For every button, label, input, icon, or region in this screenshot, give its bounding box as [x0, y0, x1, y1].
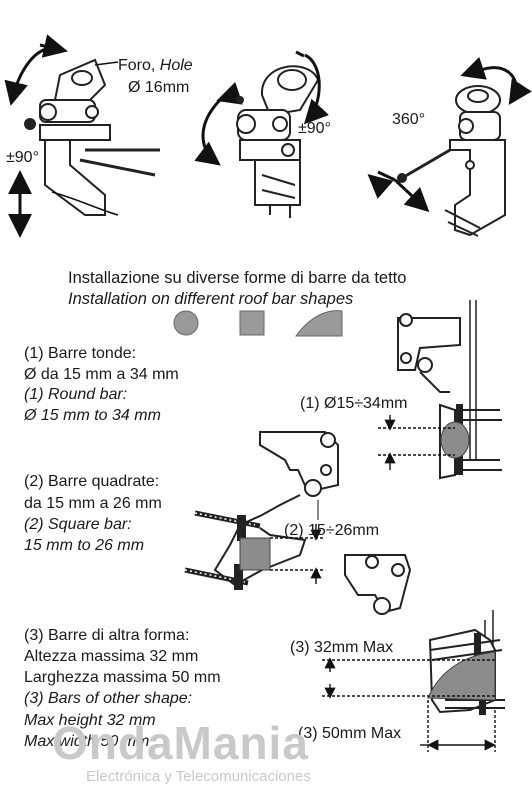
round-bar-dimension-label: (1) Ø15÷34mm — [300, 395, 408, 412]
square-bar-dimension — [270, 524, 325, 584]
round-bar-icon — [173, 310, 199, 336]
watermark-tagline: Electrónica y Telecomunicaciones — [86, 768, 311, 785]
other-bar-width-en: Max width 50 mm — [24, 733, 150, 750]
hole-label-en: Hole — [159, 57, 193, 74]
mount-tilt-left-drawing — [24, 58, 160, 216]
square-bar-title-it: (2) Barre quadrate: — [24, 473, 160, 490]
other-bar-height-dimension — [322, 657, 495, 699]
tilt-center-label: ±90° — [298, 120, 331, 137]
other-bar-title-en: (3) Bars of other shape: — [24, 690, 193, 707]
other-bar-height-it: Altezza massima 32 mm — [24, 648, 199, 665]
round-bar-dimension — [378, 415, 455, 470]
hole-diameter-label: Ø 16mm — [128, 79, 190, 96]
square-bar-range-en: 15 mm to 26 mm — [24, 537, 145, 554]
round-bar-clamp-drawing — [397, 313, 502, 480]
hole-label-it: Foro, — [118, 57, 156, 74]
other-bar-width-dimension — [420, 700, 496, 752]
mount-rotate-right-drawing — [397, 85, 506, 237]
other-bar-height-dimension-label: (3) 32mm Max — [290, 639, 394, 656]
hole-label: Foro, Hole — [118, 58, 193, 74]
section-title-it: Installazione su diverse forme di barre … — [68, 269, 407, 287]
tilt-arc-center-right — [303, 53, 330, 125]
square-bar-clamp-drawing — [184, 431, 339, 590]
square-bar-icon — [239, 310, 265, 336]
round-bar-range-en: Ø 15 mm to 34 mm — [24, 407, 161, 424]
other-bar-width-dimension-label: (3) 50mm Max — [298, 725, 402, 742]
square-bar-dimension-label: (2) 15÷26mm — [284, 522, 380, 539]
watermark-brand: OndaMania — [52, 717, 309, 769]
tilt-arc-center-left — [194, 98, 222, 166]
other-bar-width-it: Larghezza massima 50 mm — [24, 669, 221, 686]
mount-tilt-center-drawing — [236, 65, 320, 218]
round-bar-title-en: (1) Round bar: — [24, 386, 128, 403]
rotate-right-label: 360° — [392, 111, 426, 128]
round-bar-title-it: (1) Barre tonde: — [24, 345, 137, 362]
other-bar-section — [427, 651, 496, 701]
other-bar-icon — [295, 310, 343, 337]
tilt-left-label: ±90° — [6, 149, 39, 166]
round-bar-section — [440, 421, 470, 459]
bar-shape-icons — [173, 310, 343, 337]
other-bar-height-en: Max height 32 mm — [24, 712, 156, 729]
other-bar-title-it: (3) Barre di altra forma: — [24, 627, 190, 644]
section-title-en: Installation on different roof bar shape… — [68, 290, 354, 308]
round-bar-range-it: Ø da 15 mm a 34 mm — [24, 366, 179, 383]
tilt-arc-left — [4, 46, 63, 106]
square-bar-section — [239, 537, 271, 571]
square-bar-range-it: da 15 mm a 26 mm — [24, 495, 162, 512]
square-bar-title-en: (2) Square bar: — [24, 516, 132, 533]
